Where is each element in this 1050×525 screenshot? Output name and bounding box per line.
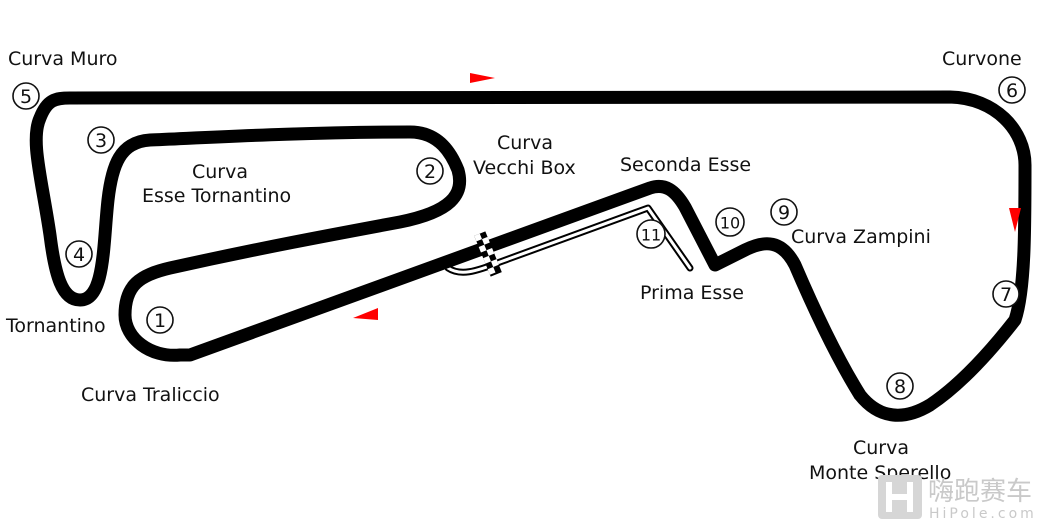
direction-arrow-icon	[1009, 208, 1021, 232]
svg-text:9: 9	[778, 202, 790, 224]
corner-marker-8: 8	[886, 372, 914, 400]
svg-text:3: 3	[95, 130, 107, 152]
svg-text:8: 8	[894, 376, 906, 398]
label-esse-tornantino-line2: Esse Tornantino	[142, 185, 291, 207]
svg-text:6: 6	[1006, 80, 1018, 102]
hipole-logo-icon	[878, 475, 922, 519]
svg-text:2: 2	[424, 161, 436, 183]
label-curvone: Curvone	[942, 48, 1022, 70]
corner-marker-6: 6	[998, 76, 1026, 104]
label-curva-traliccio: Curva Traliccio	[81, 384, 220, 406]
corner-marker-7: 7	[992, 280, 1020, 308]
label-esse-tornantino-line1: Curva	[192, 161, 248, 183]
svg-text:11: 11	[641, 226, 661, 245]
svg-text:1: 1	[154, 310, 166, 332]
corner-marker-9: 9	[770, 198, 798, 226]
direction-arrow-icon	[470, 73, 495, 83]
svg-text:5: 5	[20, 86, 32, 108]
corner-marker-3: 3	[87, 126, 115, 154]
corner-marker-2: 2	[416, 157, 444, 185]
label-curva-muro: Curva Muro	[8, 48, 118, 70]
label-curva-vecchi-box-line2: Vecchi Box	[473, 157, 576, 179]
corner-marker-5: 5	[12, 82, 40, 110]
svg-text:10: 10	[720, 214, 740, 233]
label-prima-esse: Prima Esse	[640, 282, 744, 304]
start-finish-flag-icon	[474, 231, 502, 277]
svg-text:4: 4	[73, 244, 85, 266]
corner-marker-11: 11	[636, 219, 666, 249]
label-tornantino: Tornantino	[5, 315, 106, 337]
label-curva-zampini: Curva Zampini	[791, 226, 931, 248]
label-monte-sperello-line1: Curva	[853, 437, 909, 459]
corner-marker-1: 1	[146, 306, 174, 334]
watermark: 嗨跑赛车 HiPole.com	[878, 475, 1037, 522]
direction-arrow-icon	[353, 308, 378, 320]
track-outline	[29, 89, 1032, 422]
watermark-cn: 嗨跑赛车	[928, 477, 1032, 507]
pit-lane	[444, 204, 694, 276]
corner-marker-10: 10	[715, 207, 745, 237]
label-curva-vecchi-box-line1: Curva	[497, 132, 553, 154]
svg-text:7: 7	[1000, 284, 1012, 306]
label-seconda-esse: Seconda Esse	[620, 154, 751, 176]
watermark-en: HiPole.com	[929, 506, 1037, 522]
corner-marker-4: 4	[65, 240, 93, 268]
